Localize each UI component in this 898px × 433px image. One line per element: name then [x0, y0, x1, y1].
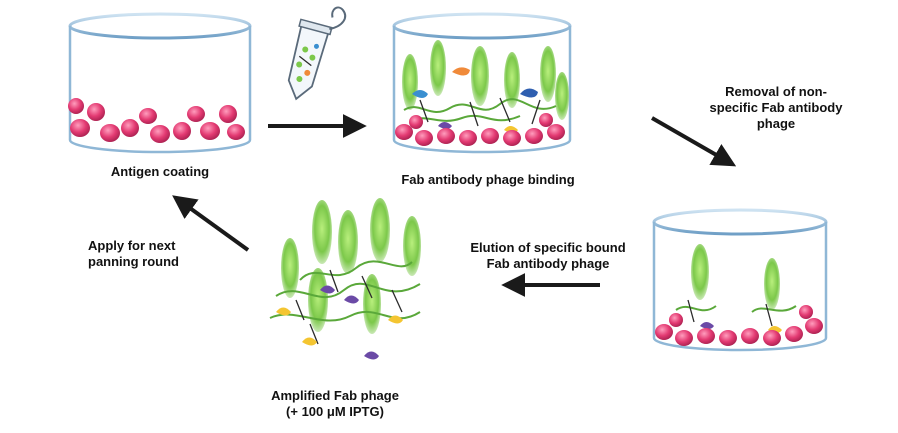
label-elution-line-2: Fab antibody phage	[486, 256, 610, 271]
arrow-to-removal	[651, 116, 737, 167]
label-apply-next-round: Apply for next panning round	[88, 238, 218, 270]
label-elution-line-1: Elution of specific bound	[470, 240, 626, 255]
label-apply-line-1: Apply for next	[88, 238, 176, 253]
label-fab-binding: Fab antibody phage binding	[401, 172, 575, 187]
label-removal: Removal of non- specific Fab antibody ph…	[686, 84, 866, 132]
label-removal-line-1: Removal of non-	[725, 84, 827, 99]
arrow-to-next-round	[172, 195, 250, 252]
label-elution: Elution of specific bound Fab antibody p…	[448, 240, 648, 272]
antigen-layer	[655, 305, 823, 346]
antigen-layer	[68, 98, 245, 143]
amplified-phage-cluster	[269, 198, 421, 360]
label-apply-line-2: panning round	[88, 254, 179, 269]
test-tube-icon	[287, 6, 347, 101]
label-amplified-line-2: (+ 100 μM IPTG)	[286, 404, 384, 419]
antigen-layer	[395, 113, 565, 146]
antigen-icon	[70, 119, 90, 137]
phage-icon	[402, 54, 418, 110]
phage-cluster	[402, 40, 569, 127]
label-amplified: Amplified Fab phage (+ 100 μM IPTG)	[250, 388, 420, 420]
label-removal-line-2: specific Fab antibody	[709, 100, 843, 115]
label-amplified-line-1: Amplified Fab phage	[271, 388, 399, 403]
label-antigen-coating: Antigen coating	[110, 164, 210, 179]
label-removal-line-3: phage	[756, 116, 796, 131]
dish-antigen-coating	[68, 12, 252, 154]
petri-dish-icon	[68, 12, 252, 40]
dish-elution	[652, 208, 828, 352]
dish-fab-binding	[392, 12, 572, 154]
